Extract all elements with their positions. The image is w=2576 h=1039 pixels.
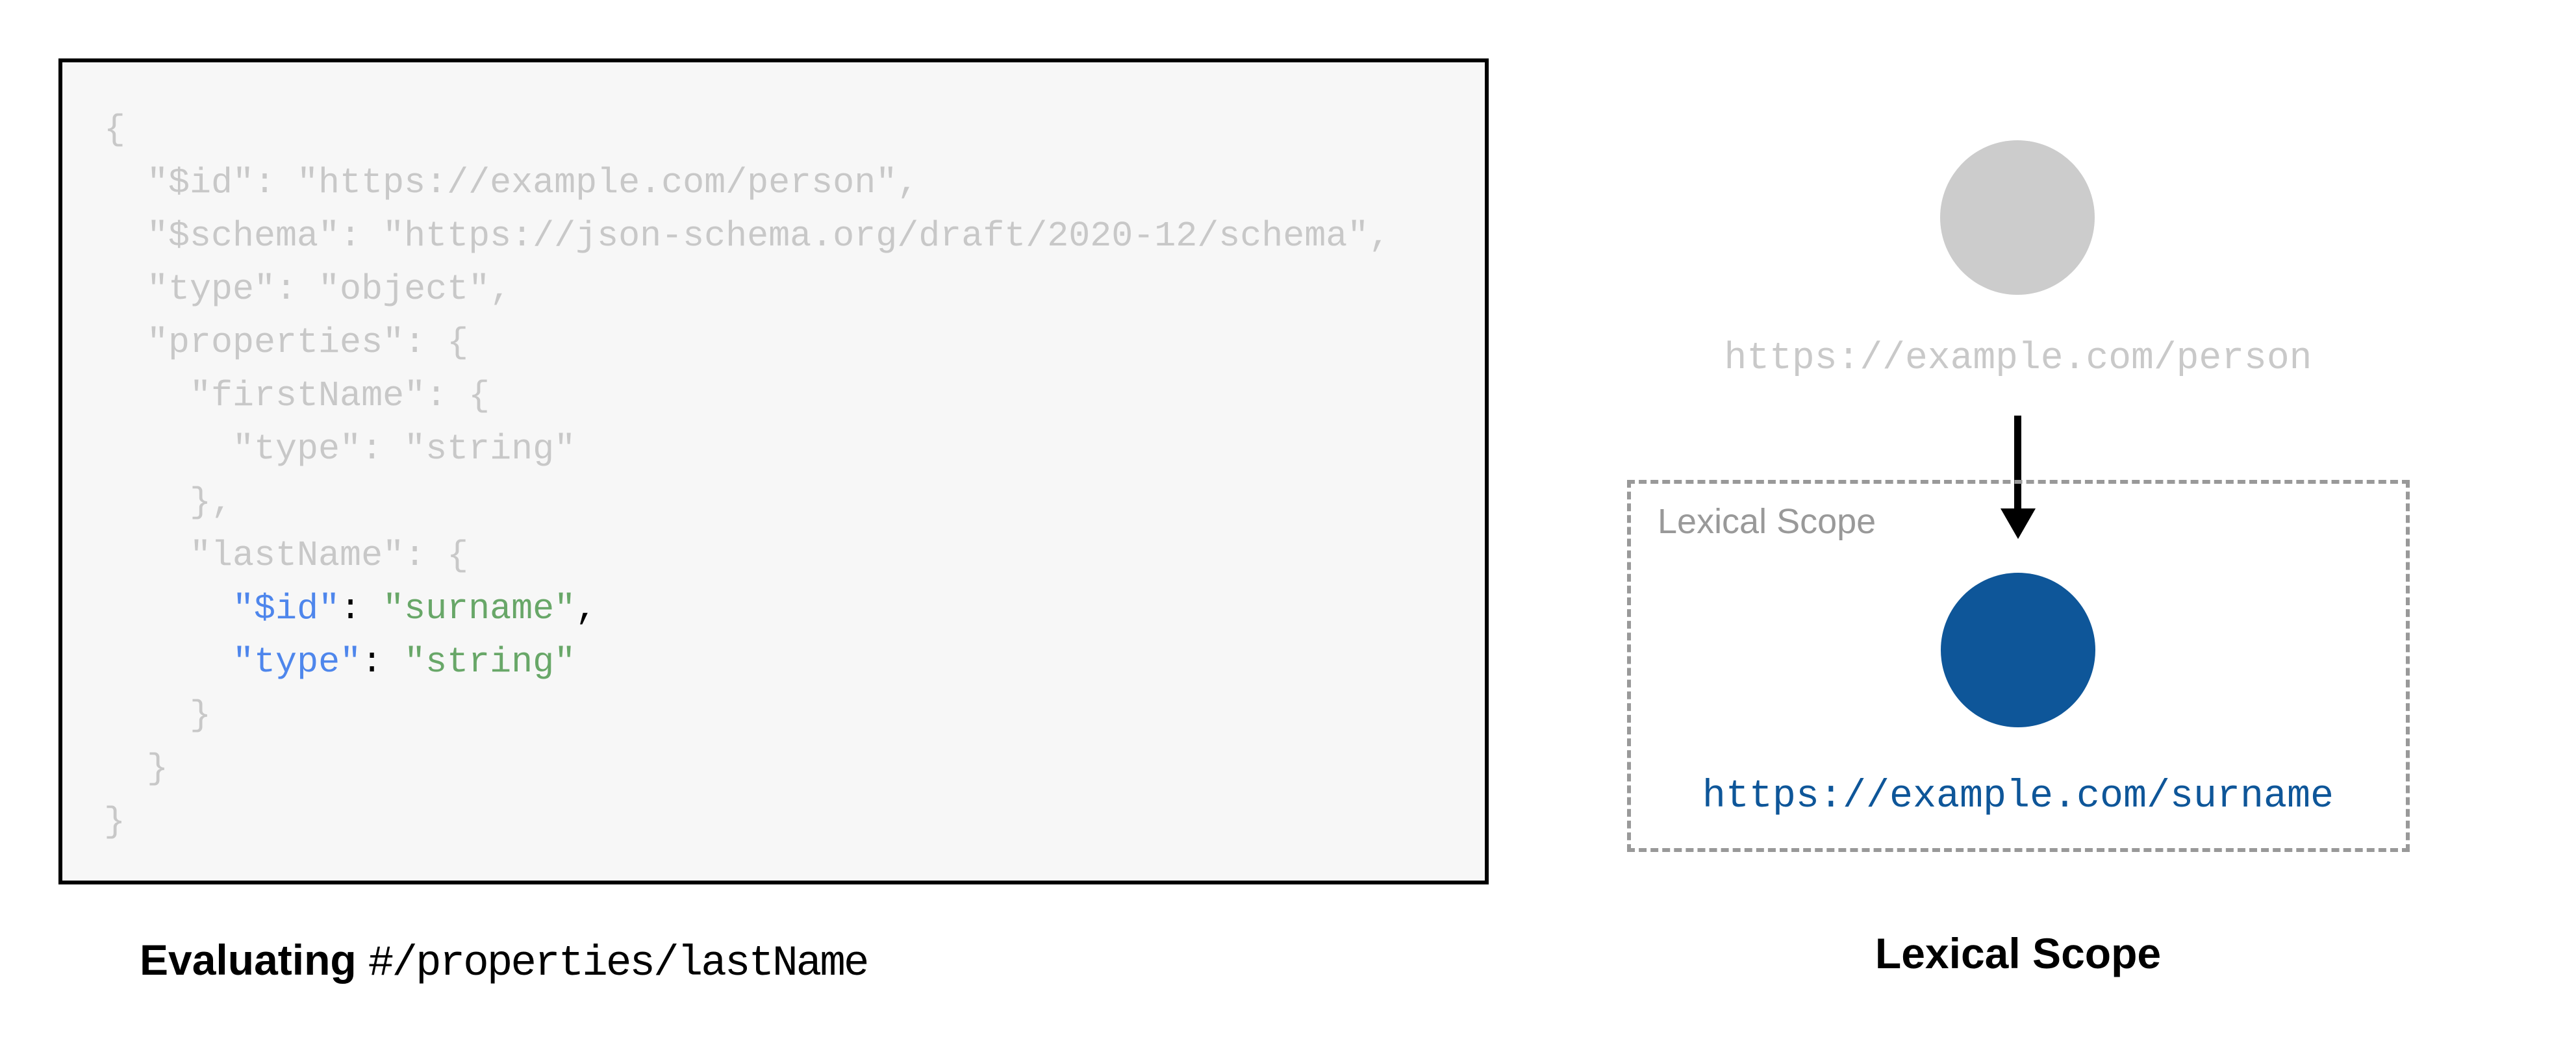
code-line: "type": "object", (104, 269, 512, 310)
down-arrow-line (2014, 416, 2021, 510)
embedded-schema-node-circle (1941, 573, 2095, 727)
code-line: "$id": "surname", (233, 588, 598, 629)
code-line: } (104, 801, 126, 842)
code-line: }, (104, 482, 233, 523)
code-line: "type": "string" (104, 429, 576, 469)
code-line: "type": "string" (233, 642, 576, 682)
left-caption-prefix: Evaluating (140, 936, 357, 984)
root-schema-node-circle (1940, 140, 2095, 295)
right-caption: Lexical Scope (1875, 929, 2162, 977)
lexical-scope-box-label: Lexical Scope (1658, 502, 1876, 541)
code-block: { "$id": "https://example.com/person", "… (62, 62, 1485, 849)
left-caption-json-pointer: #/properties/lastName (368, 939, 870, 988)
code-line: "firstName": { (104, 375, 490, 416)
code-line: { (104, 109, 126, 150)
embedded-schema-uri-label: https://example.com/surname (1702, 775, 2334, 819)
code-line: } (104, 748, 169, 789)
root-schema-uri-label: https://example.com/person (1724, 338, 2312, 380)
down-arrow-head-icon (2001, 508, 2036, 539)
code-line: "properties": { (104, 322, 469, 363)
json-schema-code-panel: { "$id": "https://example.com/person", "… (58, 58, 1489, 884)
lexical-scope-dashed-box (1627, 480, 2410, 852)
code-line: "$id": "https://example.com/person", (104, 162, 919, 203)
left-caption: Evaluating#/properties/lastName (140, 935, 870, 988)
code-line: "lastName": { (104, 535, 469, 576)
code-line: } (104, 695, 212, 736)
code-line: "$schema": "https://json-schema.org/draf… (104, 216, 1391, 257)
